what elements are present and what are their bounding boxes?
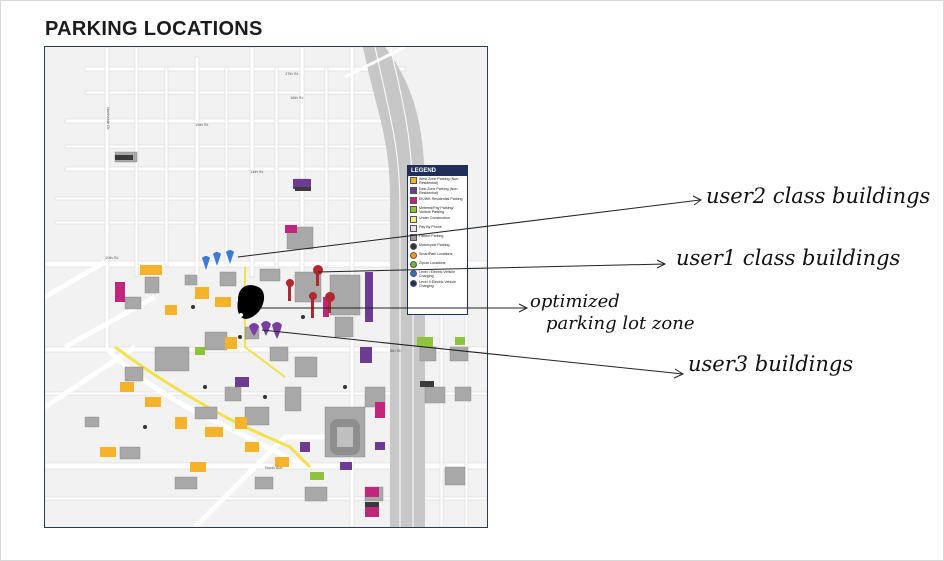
legend-swatch xyxy=(410,187,417,194)
legend-item: EK/WK Residential Parking xyxy=(408,196,467,205)
street-label: North Ave. xyxy=(265,465,284,470)
legend-swatch xyxy=(410,206,417,213)
west-zone-parking xyxy=(100,265,289,472)
legend-label: West Zone Parking (Non-Residential) xyxy=(419,177,460,185)
legend-swatch xyxy=(410,243,417,250)
legend-swatch xyxy=(410,270,417,277)
street-label: 14th St. xyxy=(250,169,264,174)
legend-items: West Zone Parking (Non-Residential) East … xyxy=(408,176,467,289)
legend-label: Under Construction xyxy=(419,216,450,220)
legend-item: Patient Parking xyxy=(408,233,467,242)
annotation-user3-buildings: user3 buildings xyxy=(688,352,854,376)
legend-swatch xyxy=(410,234,417,241)
legend-label: Metered/Pay Parking/ Visitors Parking xyxy=(419,206,454,214)
legend-label: Level II Electric Vehicle Charging xyxy=(419,280,456,288)
legend-item: Under Construction xyxy=(408,215,467,224)
annotation-user2-class-buildings: user2 class buildings xyxy=(706,184,931,208)
legend-swatch xyxy=(410,225,417,232)
annotation-user1-class-buildings: user1 class buildings xyxy=(676,246,901,270)
annotation-optimized-line1: optimized xyxy=(530,291,620,312)
legend-item: Level II Electric Vehicle Charging xyxy=(408,279,467,289)
legend-item: East Zone Parking (Non-Residential) xyxy=(408,186,467,196)
legend-swatch xyxy=(410,197,417,204)
legend-label: Zipcar Locations xyxy=(419,261,446,265)
annotation-optimized-parking-lot-zone: optimized parking lot zone xyxy=(530,291,694,335)
legend-label: Pay By Phone xyxy=(419,225,442,229)
legend-label: EK/WK Residential Parking xyxy=(419,197,463,201)
street-label: 17th St. xyxy=(285,71,299,76)
street-label: 5th St. xyxy=(390,348,402,353)
legend-label: Level I Electric Vehicle Charging xyxy=(419,270,455,278)
legend-item: Level I Electric Vehicle Charging xyxy=(408,269,467,279)
street-label: 16th St. xyxy=(290,95,304,100)
legend-swatch xyxy=(410,216,417,223)
legend-label: Motorcycle Parking xyxy=(419,243,450,247)
street-label: 10th St. xyxy=(105,255,119,260)
legend-label: Patient Parking xyxy=(419,234,444,238)
street-label: Northside Dr. xyxy=(106,107,111,130)
legend-swatch xyxy=(410,280,417,287)
legend-item: SmartPark Locations xyxy=(408,251,467,260)
campus-parking-map[interactable]: 17th St. 16th St. 15th St. 14th St. 10th… xyxy=(44,46,488,528)
lot-labels xyxy=(115,155,434,507)
stadium-field xyxy=(337,427,353,447)
legend-title: LEGEND xyxy=(408,166,467,176)
legend-label: East Zone Parking (Non-Residential) xyxy=(419,187,459,195)
street-label: 15th St. xyxy=(195,122,209,127)
annotation-optimized-line2: parking lot zone xyxy=(546,313,695,334)
legend-item: Zipcar Locations xyxy=(408,260,467,269)
legend-swatch xyxy=(410,252,417,259)
legend-item: Motorcycle Parking xyxy=(408,242,467,251)
legend-swatch xyxy=(410,261,417,268)
legend-item: Metered/Pay Parking/ Visitors Parking xyxy=(408,205,467,215)
motorcycle-parking-markers xyxy=(143,305,347,429)
legend-swatch xyxy=(410,177,417,184)
page-title: PARKING LOCATIONS xyxy=(45,18,263,40)
legend-item: West Zone Parking (Non-Residential) xyxy=(408,176,467,186)
legend-item: Pay By Phone xyxy=(408,224,467,233)
legend-label: SmartPark Locations xyxy=(419,252,453,256)
map-legend: LEGEND West Zone Parking (Non-Residentia… xyxy=(407,165,468,315)
